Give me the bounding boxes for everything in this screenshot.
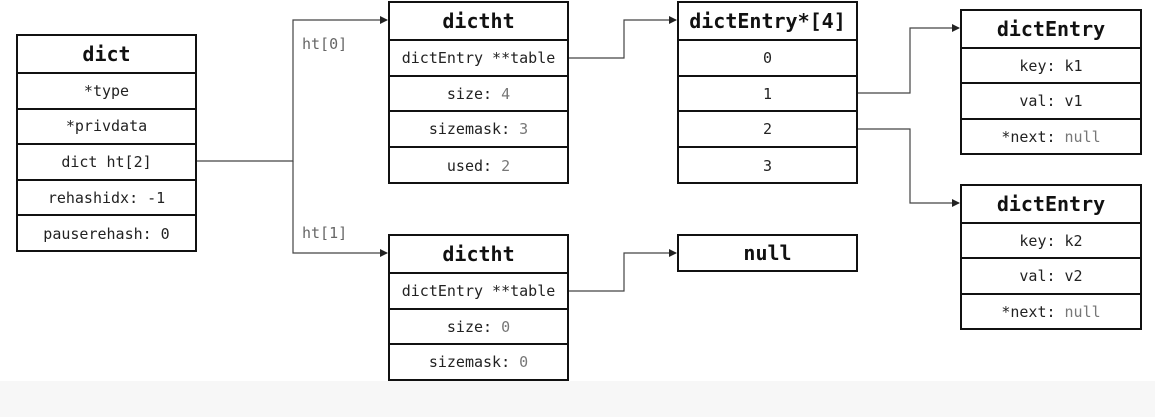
dictht-ht0-size: size: 4 <box>390 77 567 113</box>
dict-field-type: *type <box>18 74 195 110</box>
arrow-dict-to-ht1 <box>292 161 388 257</box>
dictentry-k2: dictEntry key: k2 val: v2 *next: null <box>960 184 1142 330</box>
field-value: v1 <box>1064 91 1083 110</box>
field-value: -1 <box>147 188 166 207</box>
dictht-ht1-size: size: 0 <box>390 310 567 346</box>
field-value: 0 <box>501 317 511 336</box>
dictentry-array-title: dictEntry*[4] <box>679 3 856 41</box>
field-label: key: <box>1019 56 1056 75</box>
dictentry-k1-next: *next: null <box>962 120 1140 155</box>
dictht-ht0-sizemask: sizemask: 3 <box>390 112 567 149</box>
field-label: sizemask: <box>428 353 511 372</box>
dict-struct: dict *type *privdata dict ht[2] rehashid… <box>16 34 197 252</box>
dictht-ht1-table: dictEntry **table <box>390 274 567 310</box>
dict-title: dict <box>18 36 195 74</box>
array-slot-2: 2 <box>679 112 856 149</box>
field-value: 4 <box>501 84 511 103</box>
field-label: dictEntry **table <box>401 48 556 67</box>
field-value: null <box>1064 128 1101 147</box>
arrow-ht0-table-to-array <box>569 16 677 59</box>
dictht-ht0-title: dictht <box>390 3 567 41</box>
field-label: rehashidx: <box>47 188 139 207</box>
field-label: *type <box>83 81 130 100</box>
dictht-ht1-sizemask: sizemask: 0 <box>390 345 567 382</box>
field-value: 3 <box>519 120 529 139</box>
dictentry-k2-title: dictEntry <box>962 186 1140 224</box>
arrow-slot2-to-entry2 <box>858 128 960 207</box>
field-label: dict ht[2] <box>61 152 152 171</box>
dictht-ht1-title: dictht <box>390 236 567 274</box>
field-label: size: <box>446 317 493 336</box>
dict-field-pauserehash: pauserehash: 0 <box>18 216 195 252</box>
field-value: k1 <box>1064 56 1083 75</box>
arrow-ht1-table-to-null <box>569 249 677 292</box>
field-value: 2 <box>501 156 511 175</box>
array-slot-1: 1 <box>679 77 856 113</box>
field-value: k2 <box>1064 231 1083 250</box>
dictht-ht0-used: used: 2 <box>390 148 567 184</box>
dict-field-privdata: *privdata <box>18 110 195 146</box>
dictentry-k1-key: key: k1 <box>962 49 1140 85</box>
dictentry-array: dictEntry*[4] 0 1 2 3 <box>677 1 858 184</box>
dict-field-rehashidx: rehashidx: -1 <box>18 181 195 217</box>
bottom-cutoff-band <box>0 381 1155 417</box>
dictentry-k2-val: val: v2 <box>962 259 1140 295</box>
field-label: dictEntry **table <box>401 281 556 300</box>
field-label: val: <box>1019 266 1056 285</box>
field-label: sizemask: <box>428 120 511 139</box>
label-ht0: ht[0] <box>302 35 348 53</box>
array-slot-0: 0 <box>679 41 856 77</box>
arrow-slot1-to-entry1 <box>858 24 960 94</box>
field-label: val: <box>1019 91 1056 110</box>
dictentry-k1-val: val: v1 <box>962 84 1140 120</box>
field-label: used: <box>446 156 493 175</box>
field-label: *privdata <box>65 117 148 136</box>
field-value: 0 <box>519 353 529 372</box>
label-ht1: ht[1] <box>302 224 348 242</box>
dictentry-k1-title: dictEntry <box>962 11 1140 49</box>
field-label: size: <box>446 84 493 103</box>
field-label: key: <box>1019 231 1056 250</box>
dictht-ht0: dictht dictEntry **table size: 4 sizemas… <box>388 1 569 184</box>
null-node: null <box>677 234 858 272</box>
dictentry-k2-key: key: k2 <box>962 224 1140 260</box>
field-label: pauserehash: <box>43 225 152 244</box>
field-value: null <box>1064 303 1101 322</box>
field-value: 0 <box>160 225 170 244</box>
dictentry-k1: dictEntry key: k1 val: v1 *next: null <box>960 9 1142 155</box>
dict-field-ht: dict ht[2] <box>18 145 195 181</box>
field-value: v2 <box>1064 266 1083 285</box>
dictht-ht0-table: dictEntry **table <box>390 41 567 77</box>
field-label: *next: <box>1001 303 1056 322</box>
field-label: *next: <box>1001 128 1056 147</box>
null-node-title: null <box>743 241 792 265</box>
dictentry-k2-next: *next: null <box>962 295 1140 330</box>
array-slot-3: 3 <box>762 156 773 175</box>
arrow-dict-to-ht0 <box>197 16 388 162</box>
